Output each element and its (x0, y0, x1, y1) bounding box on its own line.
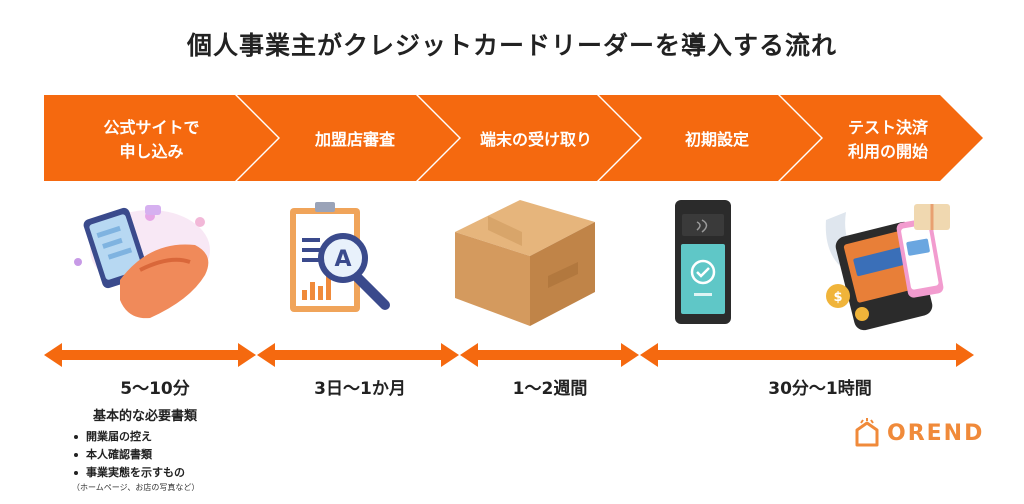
duration-arrow-1 (44, 343, 256, 367)
duration-4: 30分〜1時間 (768, 379, 872, 399)
svg-text:$: $ (833, 290, 842, 305)
step-chevron-2 (237, 95, 459, 181)
step-label-2: 加盟店審査 (314, 130, 395, 149)
duration-arrow-2 (257, 343, 459, 367)
documents-list: 開業届の控え 本人確認書類 事業実態を示すもの (60, 428, 260, 482)
step-chevron-4 (599, 95, 821, 181)
step-label-1: 公式サイトで 申し込み (103, 118, 200, 161)
duration-arrows (44, 343, 974, 367)
step-label-3: 端末の受け取り (479, 130, 592, 149)
duration-1: 5〜10分 (120, 379, 190, 399)
document-item: 開業届の控え (74, 428, 260, 446)
document-item: 事業実態を示すもの (74, 464, 260, 482)
documents-note: （ホームページ、お店の写真など） (72, 483, 200, 492)
duration-3: 1〜2週間 (512, 379, 588, 399)
documents-title: 基本的な必要書類 (92, 409, 197, 424)
step-label-5: テスト決済 利用の開始 (847, 118, 928, 161)
document-item: 本人確認書類 (74, 446, 260, 464)
step-chevron-5 (780, 95, 983, 181)
step-chevron-1 (44, 95, 278, 181)
smartphone-hand-icon (74, 205, 210, 319)
clipboard-magnifier-icon: A (290, 202, 390, 312)
svg-text:A: A (334, 247, 351, 272)
step-chevrons (44, 95, 983, 181)
required-documents: 基本的な必要書類 開業届の控え 本人確認書類 事業実態を示すもの （ホームページ… (60, 405, 260, 493)
duration-arrow-4 (640, 343, 974, 367)
duration-arrow-3 (460, 343, 639, 367)
cardboard-box-icon (455, 200, 595, 326)
step-chevron-3 (418, 95, 640, 181)
payment-terminal-phone-icon: $ (825, 204, 950, 331)
step-label-4: 初期設定 (684, 130, 749, 149)
page-title: 個人事業主がクレジットカードリーダーを導入する流れ (186, 31, 837, 60)
logo-house-icon (855, 418, 879, 447)
duration-2: 3日〜1か月 (314, 379, 406, 399)
orend-logo: OREND (853, 418, 984, 448)
card-terminal-icon (675, 200, 731, 324)
logo-text: OREND (887, 420, 985, 446)
